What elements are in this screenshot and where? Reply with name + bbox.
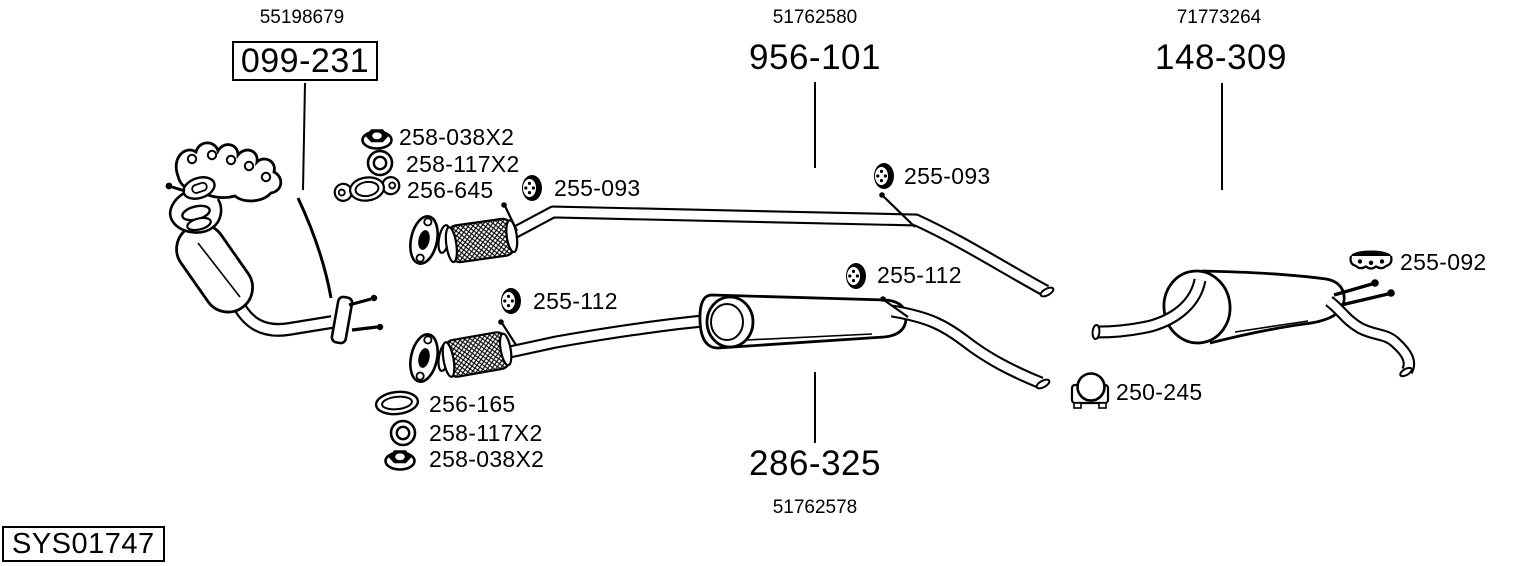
oem-ref-rear-muffler: 71773264 — [1176, 7, 1262, 28]
callout-nut-top: 258-038X2 — [399, 124, 515, 150]
rubber-hanger-icon — [874, 163, 894, 189]
callout-hanger-front-1: 255-093 — [554, 175, 641, 201]
part-number-front-pipe: 956-101 — [749, 38, 881, 77]
bracket-hanger-icon — [1349, 249, 1393, 270]
oval-gasket-icon — [373, 388, 421, 418]
part-number-center-assembly: 286-325 — [749, 444, 881, 483]
callout-leader-lines — [498, 192, 916, 346]
washer-icon — [366, 149, 394, 177]
oem-ref-center-assembly: 51762578 — [772, 497, 858, 518]
flange-gasket-icon — [332, 171, 402, 207]
part-number-manifold-catalyst: 099-231 — [232, 41, 378, 81]
callout-pipe-clamp: 250-245 — [1116, 379, 1203, 405]
assembly-leader-lines — [302, 82, 1223, 443]
callout-hanger-front-2: 255-093 — [904, 163, 991, 189]
part-number-rear-muffler: 148-309 — [1155, 38, 1287, 77]
callout-oval-gasket: 256-165 — [429, 391, 516, 417]
front-pipe-drawing — [404, 205, 1055, 298]
rubber-hanger-icon — [522, 175, 542, 201]
pipe-clamp-icon — [1070, 372, 1110, 410]
manifold-catalyst-drawing — [165, 141, 384, 345]
callout-hanger-mid-2: 255-112 — [877, 262, 962, 288]
callout-hanger-mid-1: 255-112 — [533, 288, 618, 314]
rubber-hanger-icon — [846, 263, 866, 289]
callout-washer-top: 258-117X2 — [406, 151, 520, 177]
oem-ref-manifold: 55198679 — [259, 7, 345, 28]
washer-icon — [389, 419, 417, 447]
center-assembly-drawing — [404, 293, 1051, 390]
flange-nut-icon — [361, 128, 393, 150]
rear-muffler-drawing — [1091, 269, 1416, 378]
callout-flange-gasket: 256-645 — [407, 177, 494, 203]
oem-ref-front-pipe: 51762580 — [772, 7, 858, 28]
callout-washer-bottom: 258-117X2 — [429, 420, 543, 446]
flange-nut-icon — [384, 449, 416, 471]
callout-nut-bottom: 258-038X2 — [429, 446, 545, 472]
callout-bracket-hanger: 255-092 — [1400, 249, 1487, 275]
system-code: SYS01747 — [2, 526, 165, 562]
rubber-hanger-icon — [501, 288, 521, 314]
